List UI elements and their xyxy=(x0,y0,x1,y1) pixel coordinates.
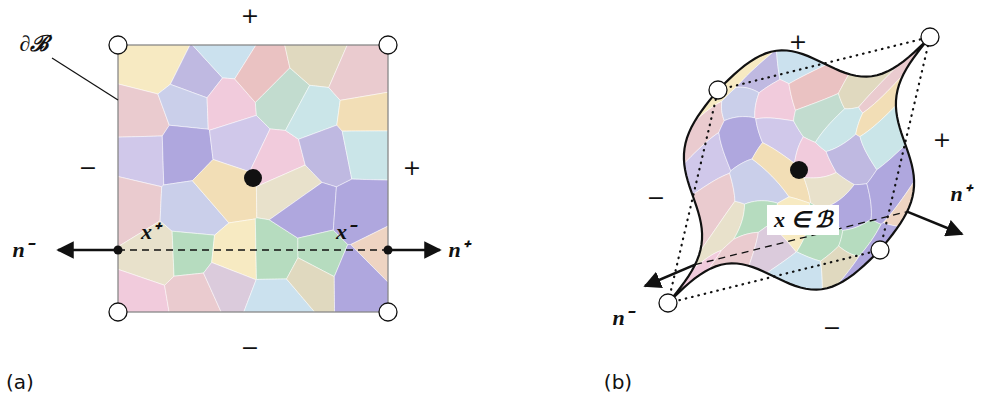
grain xyxy=(767,252,823,290)
panel-label: (a) xyxy=(6,371,34,393)
corner-node xyxy=(109,303,127,321)
center-dot xyxy=(244,169,262,187)
corner-node xyxy=(921,28,939,46)
grain xyxy=(329,45,388,100)
sign-label: − xyxy=(823,316,841,340)
center-dot xyxy=(790,161,808,179)
corner-node xyxy=(379,36,397,54)
sign-label: + xyxy=(403,156,421,180)
symbol-label: x ∈ ℬ xyxy=(774,207,832,232)
sign-label: − xyxy=(79,156,97,180)
symbol-label: n⁻ xyxy=(12,238,31,262)
grain xyxy=(334,244,388,312)
grain xyxy=(342,131,388,180)
point xyxy=(114,246,123,255)
dashed-line xyxy=(118,249,388,250)
sign-label: − xyxy=(647,186,665,210)
sign-label: − xyxy=(241,336,259,360)
symbol-label: x⁻ xyxy=(336,220,354,244)
grain xyxy=(158,84,208,129)
normal-arrow xyxy=(58,249,118,252)
panel-label: (b) xyxy=(604,371,632,393)
corner-node xyxy=(379,303,397,321)
grain xyxy=(337,92,388,131)
symbol-label: ∂ℬ xyxy=(20,32,49,56)
normal-arrow xyxy=(907,212,962,234)
grain xyxy=(118,269,169,312)
boundary xyxy=(118,45,388,312)
corner-node xyxy=(109,36,127,54)
corner-node xyxy=(871,241,889,259)
grain xyxy=(269,182,336,238)
symbol-label: x⁺ xyxy=(141,220,159,244)
corner-node xyxy=(709,81,727,99)
point xyxy=(384,246,393,255)
leader-line xyxy=(52,58,118,100)
grain xyxy=(287,258,335,312)
grain xyxy=(192,159,256,222)
normal-arrow xyxy=(388,249,440,252)
deformed-boundary xyxy=(668,37,930,303)
label-box: x ∈ ℬ xyxy=(767,205,839,235)
sign-label: + xyxy=(933,128,951,152)
symbol-label: n⁺ xyxy=(950,182,969,206)
corner-node xyxy=(659,294,677,312)
undeformed-outline xyxy=(668,37,930,303)
sign-label: + xyxy=(789,30,807,54)
sign-label: + xyxy=(241,4,259,28)
normal-arrow xyxy=(645,265,695,286)
symbol-label: n⁺ xyxy=(448,238,467,262)
symbol-label: n⁻ xyxy=(612,306,631,330)
